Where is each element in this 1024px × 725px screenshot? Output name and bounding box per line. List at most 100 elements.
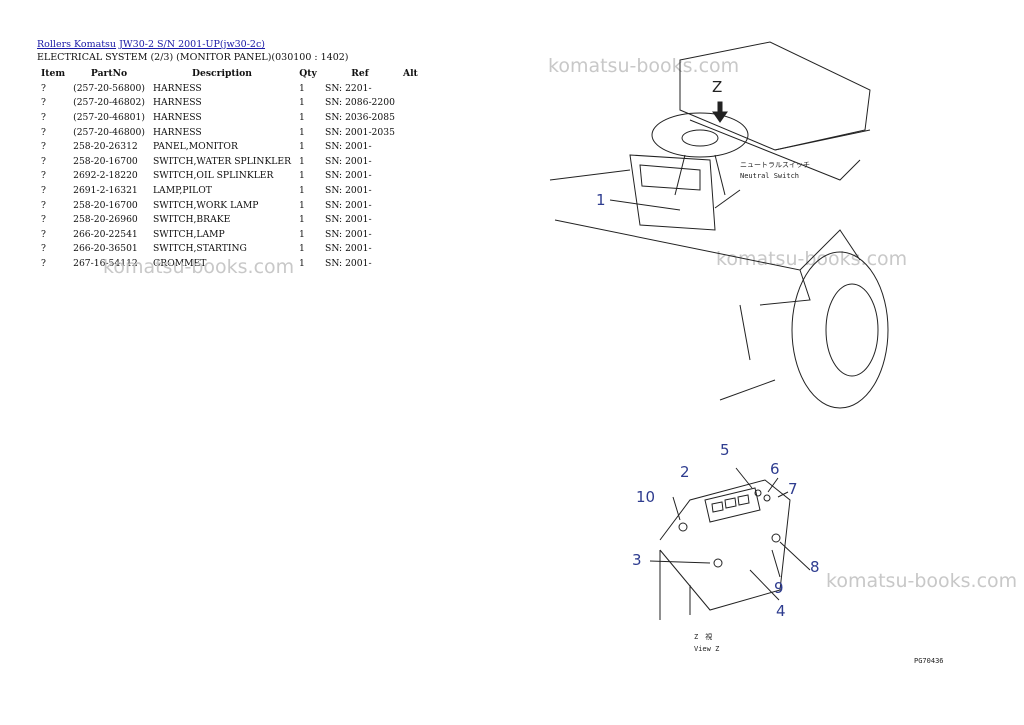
cell-ref: SN: 2001- (325, 170, 372, 182)
seat-outline (679, 41, 871, 151)
col-header-item: Item (41, 68, 66, 79)
cell-alt (399, 125, 422, 140)
cell-description: SWITCH,BRAKE (152, 214, 231, 226)
cell-partno: (257-20-46800) (73, 126, 145, 138)
frame-lines (719, 379, 776, 401)
cell-qty: 1 (299, 199, 305, 211)
cell-partno: 266-20-22541 (73, 228, 138, 240)
cell-partno: 258-20-26960 (73, 214, 138, 226)
cell-alt (399, 154, 422, 169)
cell-description: LAMP,PILOT (152, 184, 212, 196)
cell-ref: SN: 2001- (325, 155, 372, 167)
cell-qty: 1 (299, 141, 305, 153)
col-header-ref: Ref (351, 68, 369, 79)
frame-lines (799, 229, 861, 271)
cell-alt (399, 169, 422, 184)
seat-frame (689, 119, 861, 181)
cell-alt (399, 198, 422, 213)
cell-description: HARNESS (152, 82, 202, 94)
cell-item: ? (41, 228, 46, 240)
leader-line (714, 189, 741, 209)
view-z-lamp (678, 522, 688, 532)
cell-qty: 1 (299, 214, 305, 226)
cell-item: ? (41, 257, 46, 269)
watermark: komatsu-books.com (548, 55, 740, 77)
col-header-qty: Qty (299, 68, 317, 79)
col-header-description: Description (192, 68, 252, 79)
view-arrow-icon (712, 101, 728, 123)
col-header-partno: PartNo (90, 68, 128, 79)
wheel-hub (825, 283, 879, 377)
cell-alt (399, 81, 422, 96)
cell-partno: (257-20-56800) (73, 82, 145, 94)
cell-description: SWITCH,LAMP (152, 228, 225, 240)
drawing-code: PG70436 (914, 657, 944, 665)
steering-wheel (651, 112, 749, 158)
cell-alt (399, 110, 422, 125)
cell-item: ? (41, 111, 46, 123)
leader-line (609, 199, 681, 211)
cell-item: ? (41, 214, 46, 226)
cell-partno: 2692-2-18220 (73, 170, 138, 182)
cell-partno: 2691-2-16321 (73, 184, 138, 196)
cell-ref: SN: 2201- (325, 82, 372, 94)
leader-line (649, 467, 811, 601)
view-z-en: View Z (694, 645, 719, 653)
callout-3: 3 (632, 551, 642, 569)
cell-description: SWITCH,STARTING (152, 243, 247, 255)
cell-qty: 1 (299, 155, 305, 167)
cell-description: HARNESS (152, 126, 202, 138)
cell-item: ? (41, 184, 46, 196)
cell-ref: SN: 2001- (325, 228, 372, 240)
callout-6: 6 (770, 460, 780, 478)
cell-item: ? (41, 126, 46, 138)
cell-partno: 258-20-26312 (73, 141, 138, 153)
cell-alt (399, 242, 422, 257)
cell-qty: 1 (299, 82, 305, 94)
cell-qty: 1 (299, 243, 305, 255)
cell-partno: 258-20-16700 (73, 155, 138, 167)
callout-5: 5 (720, 441, 730, 459)
breadcrumb-link-rollers[interactable]: Rollers Komatsu (37, 39, 117, 50)
breadcrumb: Rollers Komatsu JW30-2 S/N 2001-UP(jw30-… (37, 39, 265, 50)
cell-description: GROMMET (152, 257, 207, 269)
cell-description: SWITCH,WATER SPLINKLER (152, 155, 292, 167)
page-subtitle: ELECTRICAL SYSTEM (2/3) (MONITOR PANEL)(… (37, 52, 349, 63)
callout-7: 7 (788, 480, 798, 498)
wheel (791, 251, 889, 409)
table-header-row: Item PartNo Description Qty Ref Alt (37, 66, 422, 81)
cell-partno: 266-20-36501 (73, 243, 138, 255)
seat-edge (679, 90, 871, 151)
cell-partno: (257-20-46801) (73, 111, 145, 123)
steering-hub (681, 129, 719, 147)
view-z-frame (659, 550, 691, 620)
callout-1: 1 (596, 191, 606, 209)
callout-8: 8 (810, 558, 820, 576)
cell-description: PANEL,MONITOR (152, 141, 238, 153)
cell-qty: 1 (299, 126, 305, 138)
cell-alt (399, 183, 422, 198)
view-z-jp: Z 視 (694, 632, 712, 641)
view-z-switch (763, 494, 771, 502)
cell-ref: SN: 2001- (325, 243, 372, 255)
breadcrumb-link-model[interactable]: JW30-2 S/N 2001-UP(jw30-2c) (119, 39, 266, 50)
view-z-gauges (711, 494, 750, 513)
cell-qty: 1 (299, 170, 305, 182)
cell-qty: 1 (299, 111, 305, 123)
frame-lines (549, 169, 811, 361)
callout-2: 2 (680, 463, 690, 481)
callout-9: 9 (774, 579, 784, 597)
cell-description: HARNESS (152, 97, 202, 109)
view-z-panel (659, 479, 791, 611)
neutral-switch-en: Neutral Switch (740, 172, 799, 180)
